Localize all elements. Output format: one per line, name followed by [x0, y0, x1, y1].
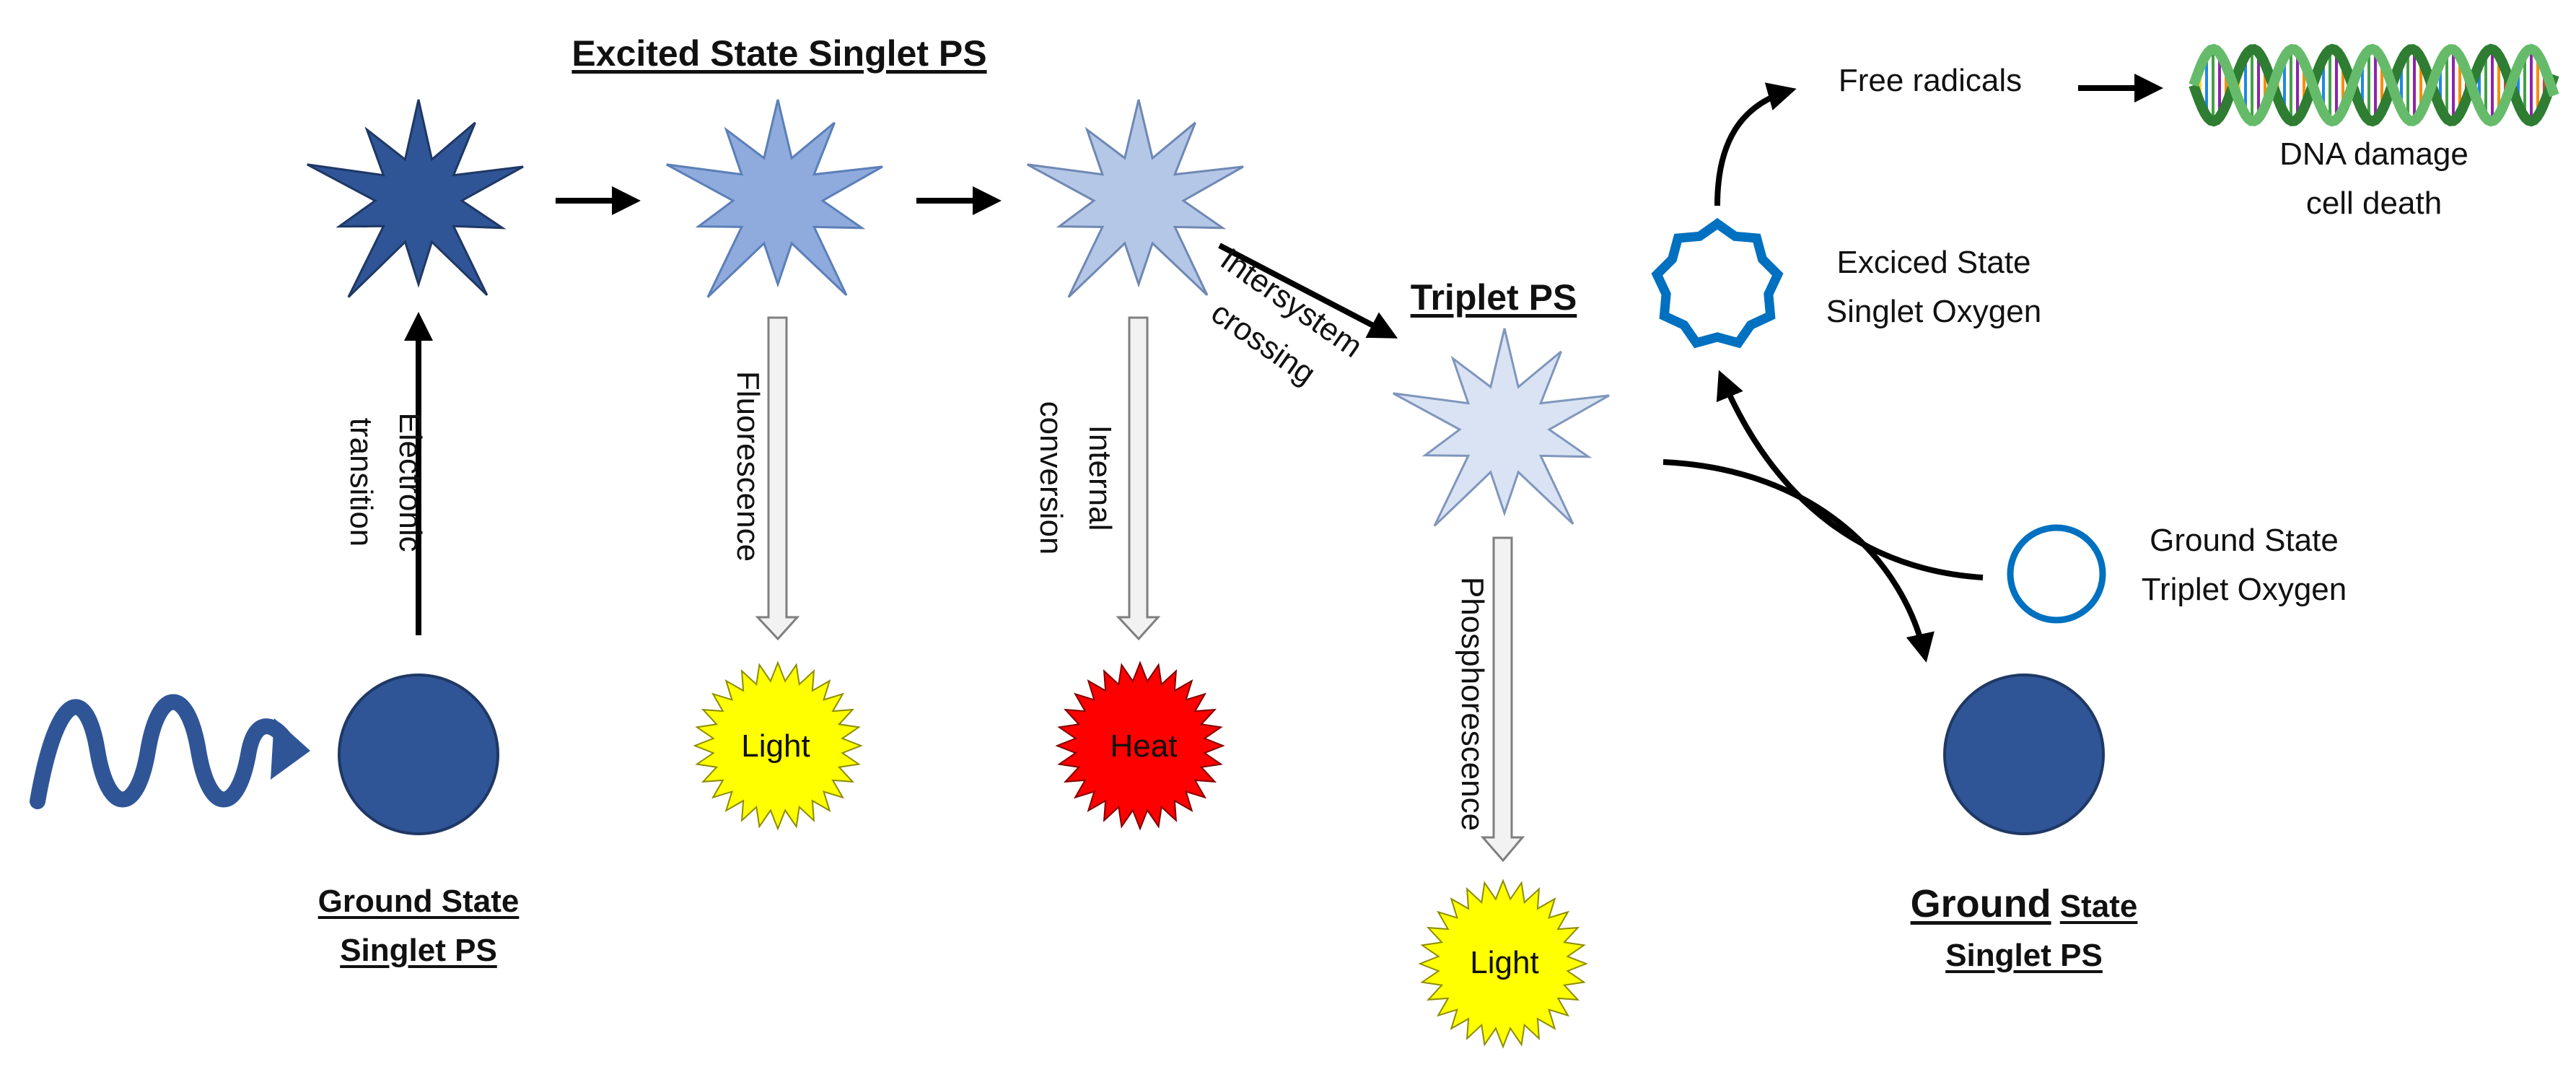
internal-conversion-arrow — [1116, 316, 1161, 641]
intersystem-crossing-arrow — [1218, 243, 1398, 339]
excited-singlet-oxygen — [1651, 218, 1784, 349]
ground-state-right-line: Ground State — [1862, 879, 2186, 931]
heat-burst — [1055, 661, 1225, 831]
ground-state-oxygen-line: Ground State — [2150, 523, 2339, 558]
excited-singlet-oxygen-label: Exciced State Singlet Oxygen — [1804, 238, 2064, 336]
energy-transfer-curve-ps — [1662, 459, 1935, 663]
triplet-ps-label: Triplet PS — [1410, 277, 1577, 318]
dna-helix-icon — [2189, 43, 2559, 127]
electronic-line: Electronic — [393, 412, 428, 552]
light-label-2: Light — [1470, 945, 1539, 980]
ground-state-singlet-ps-label-left: Ground State Singlet PS — [289, 877, 548, 975]
singlet-ps-line: Singlet PS — [340, 933, 497, 968]
free-radicals-arrow — [1714, 82, 1797, 206]
phosphorescence-arrow — [1480, 536, 1525, 863]
internal-line: Internal — [1082, 424, 1118, 531]
light-wave-icon — [30, 694, 310, 809]
ground-triplet-oxygen — [2007, 524, 2106, 624]
dna-damage-label: DNA damage cell death — [2266, 130, 2482, 228]
electronic-transition-label: Electronic transition — [336, 352, 434, 612]
cell-death-line: cell death — [2305, 186, 2443, 221]
conversion-line: conversion — [1033, 401, 1069, 555]
state-word: State — [2059, 889, 2138, 924]
dna-strand — [2189, 43, 2559, 127]
ground-state-line: Ground State — [317, 884, 520, 919]
triplet-oxygen-line: Triplet Oxygen — [2141, 572, 2347, 607]
ground-word: Ground — [1910, 882, 2051, 925]
dna-strand — [2189, 43, 2559, 127]
excited-ps-1 — [307, 99, 524, 298]
light-burst-2 — [1418, 879, 1588, 1049]
singlet-ps-right-line: Singlet PS — [1945, 938, 2103, 973]
triplet-ps-star — [1393, 328, 1610, 527]
ground-state-ps-right — [1943, 674, 2105, 835]
singlet-oxygen-line: Singlet Oxygen — [1826, 294, 2042, 329]
exciced-state-line: Exciced State — [1836, 245, 2031, 280]
phosphorescence-label: Phosphorescence — [1455, 576, 1490, 832]
ground-state-singlet-ps-label-right: Ground State Singlet PS — [1862, 879, 2186, 980]
internal-conversion-label: Internal conversion — [1026, 348, 1124, 608]
excited-state-singlet-ps-title: Excited State Singlet PS — [571, 33, 987, 74]
excited-ps-3 — [1027, 99, 1244, 298]
excited-ps-2 — [666, 99, 883, 298]
ground-state-ps-left — [338, 674, 499, 835]
dna-damage-line: DNA damage — [2279, 136, 2468, 172]
light-burst-1 — [693, 661, 863, 831]
light-label-1: Light — [741, 728, 810, 764]
energy-transfer-curve-oxygen — [1716, 370, 1984, 580]
heat-label: Heat — [1110, 728, 1178, 764]
ground-triplet-oxygen-label: Ground State Triplet Oxygen — [2114, 516, 2374, 614]
transition-line: transition — [343, 417, 379, 547]
fluorescence-label: Fluorescence — [730, 370, 766, 562]
fluorescence-arrow — [755, 316, 800, 641]
free-radicals-label: Free radicals — [1838, 63, 2023, 98]
